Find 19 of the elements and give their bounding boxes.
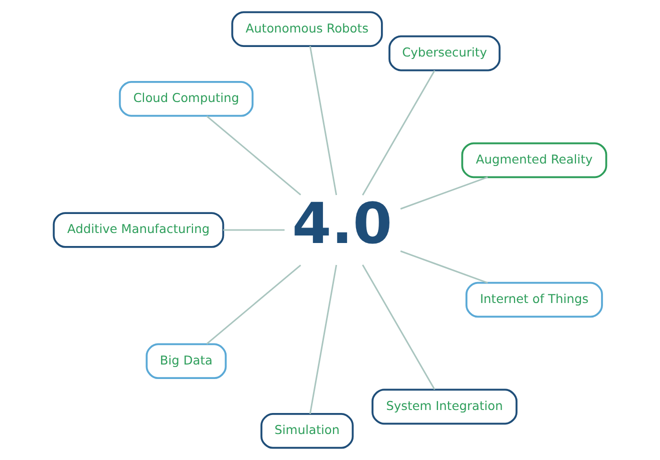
connector xyxy=(309,264,338,414)
node-box: Autonomous Robots xyxy=(231,11,383,47)
connector xyxy=(206,115,302,196)
node-box: System Integration xyxy=(372,388,518,425)
node-text: 4.0 xyxy=(292,192,392,258)
connector xyxy=(309,46,338,196)
connector xyxy=(362,264,436,390)
node-box: Additive Manufacturing xyxy=(52,212,224,248)
node-box: Cybersecurity xyxy=(388,35,501,72)
connector xyxy=(223,229,285,231)
connector xyxy=(400,176,488,210)
node-box: Augmented Reality xyxy=(461,142,608,178)
node-box: Internet of Things xyxy=(466,282,603,318)
connector xyxy=(400,250,488,284)
connector xyxy=(362,70,436,196)
connector xyxy=(206,264,302,345)
node-box: Simulation xyxy=(260,413,354,449)
node-box: Big Data xyxy=(146,343,227,380)
node-box: Cloud Computing xyxy=(118,80,254,117)
